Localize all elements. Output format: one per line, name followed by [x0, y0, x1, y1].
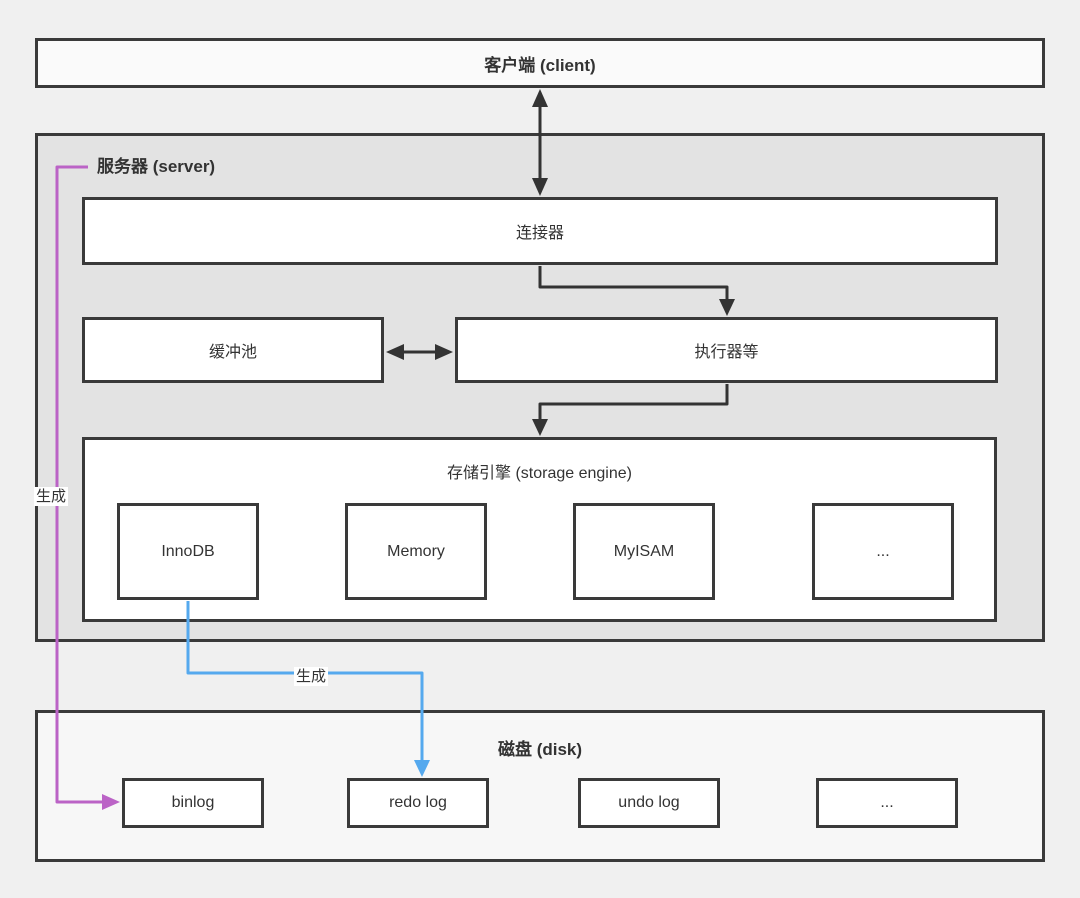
connector-label: 连接器 — [515, 225, 564, 242]
client-title: 客户端 (client) — [484, 55, 596, 75]
engine-box-others: ... — [812, 503, 954, 600]
engine-label: Memory — [387, 542, 445, 560]
client-box: 客户端 (client) — [35, 38, 1045, 88]
binlog-generate-label: 生成 — [34, 487, 69, 506]
file-box-others: ... — [816, 778, 958, 828]
connector-box: 连接器 — [82, 197, 998, 265]
file-label: ... — [880, 794, 894, 811]
file-label: binlog — [171, 794, 215, 811]
executor-box: 执行器等 — [455, 317, 998, 383]
file-label: undo log — [618, 794, 680, 811]
engine-label: MyISAM — [613, 542, 675, 560]
file-box-binlog: binlog — [122, 778, 264, 828]
engine-box-memory: Memory — [345, 503, 487, 600]
buffer-pool-label: 缓冲池 — [208, 344, 257, 361]
storage-engine-title: 存储引擎 (storage engine) — [447, 465, 632, 482]
file-box-undolog: undo log — [578, 778, 720, 828]
arrowhead-up-icon — [532, 89, 548, 107]
engine-label: InnoDB — [161, 542, 215, 560]
engine-box-myisam: MyISAM — [573, 503, 715, 600]
buffer-pool-box: 缓冲池 — [82, 317, 384, 383]
file-label: redo log — [389, 794, 447, 811]
redolog-generate-label: 生成 — [294, 667, 329, 686]
disk-title: 磁盘 (disk) — [497, 740, 583, 759]
engine-label: ... — [876, 542, 890, 560]
file-box-redolog: redo log — [347, 778, 489, 828]
server-title: 服务器 (server) — [97, 157, 216, 176]
executor-label: 执行器等 — [694, 344, 759, 361]
engine-box-innodb: InnoDB — [117, 503, 259, 600]
